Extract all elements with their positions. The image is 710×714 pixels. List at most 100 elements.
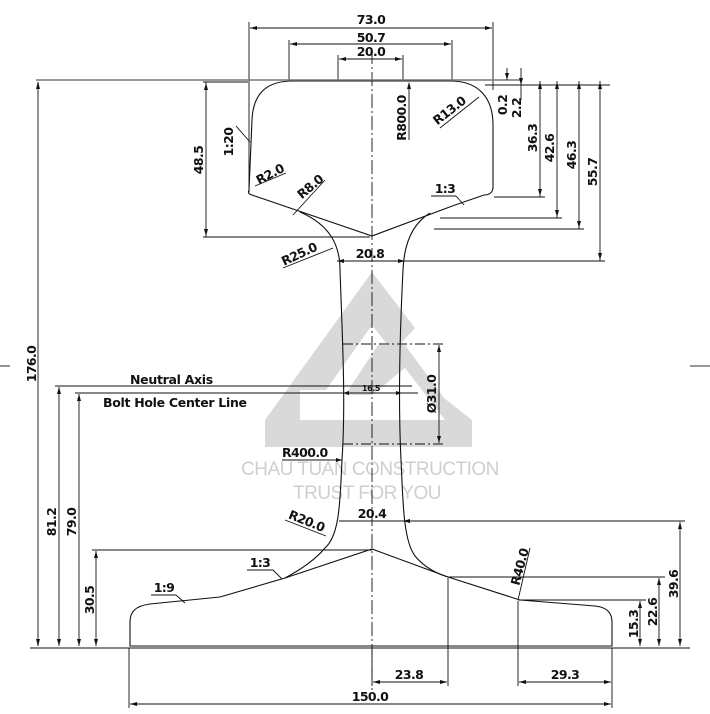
arrowhead (444, 42, 451, 46)
watermark-right-wing (345, 345, 472, 420)
arrowhead (678, 522, 682, 529)
web-bottom-dimensions: R20.0 20.4 (284, 506, 685, 537)
dim-head-corner-radius: R13.0 (430, 92, 469, 127)
right-head-dimensions: 0.2 2.2 36.3 42.6 46.3 55.7 (403, 68, 605, 262)
leader-line (455, 195, 465, 206)
dim-foot-edge-height: 15.3 (626, 610, 641, 638)
arrowhead (638, 639, 642, 646)
axis-lines: Neutral Axis Bolt Hole Center Line 81.2 … (44, 372, 418, 646)
arrowhead (403, 519, 410, 523)
dim-fishing-upper: 42.6 (542, 133, 557, 162)
arrowhead (336, 458, 342, 462)
arrowhead (485, 26, 492, 30)
arrowhead (519, 680, 526, 684)
dim-foot-tip-width: 29.3 (551, 667, 579, 682)
bolt-hole: Ø31.0 16.5 R400.0 (282, 343, 443, 461)
dim-foot-mid-height: 22.6 (645, 597, 660, 626)
arrowhead (77, 639, 81, 646)
leader-line (282, 247, 334, 269)
arrowhead (657, 639, 661, 646)
arrowhead (77, 394, 81, 401)
watermark-logo: CHAU TUAN CONSTRUCTION TRUST FOR YOU (241, 272, 499, 504)
arrowhead (678, 639, 682, 646)
arrowhead (36, 82, 40, 89)
dim-foot-height-right: 39.6 (666, 569, 681, 598)
watermark-line-1: CHAU TUAN CONSTRUCTION (241, 459, 499, 480)
arrowhead (130, 702, 137, 706)
dim-total-height: 176.0 (24, 345, 39, 382)
arrowhead (604, 702, 611, 706)
arrowhead (638, 601, 642, 608)
leader-line (235, 125, 251, 143)
web-left-outline (284, 211, 345, 579)
arrowheads (36, 26, 682, 706)
dim-head-side-taper: 1:20 (221, 127, 236, 157)
arrowhead (339, 57, 346, 61)
leader-line (517, 547, 531, 601)
dim-head-width: 73.0 (357, 12, 386, 27)
dim-crown-radius: R800.0 (394, 94, 409, 140)
dim-head-fillet-radius: R8.0 (294, 171, 327, 202)
rail-profile (129, 80, 613, 647)
leader-line (439, 96, 480, 129)
dim-web-radius: R400.0 (282, 445, 328, 460)
arrowhead (290, 42, 297, 46)
dim-web-bottom-width: 20.4 (358, 506, 387, 521)
top-dimensions: 73.0 50.7 20.0 (248, 12, 494, 192)
web-top-dimensions: R25.0 20.8 (279, 239, 405, 269)
arrowhead (598, 253, 602, 260)
dim-foot-lower-slope: 1:9 (154, 580, 175, 595)
arrowhead (555, 210, 559, 217)
head-outline (247, 80, 494, 237)
arrowhead (657, 578, 661, 585)
arrowhead (505, 73, 509, 80)
dim-base-width: 150.0 (352, 689, 389, 704)
leader-line (272, 569, 283, 580)
arrowhead (343, 391, 349, 395)
arrowhead (94, 551, 98, 558)
watermark-line-2: TRUST FOR YOU (293, 483, 441, 504)
arrowhead (36, 639, 40, 646)
dim-web-top-width: 20.8 (356, 246, 384, 261)
dim-foot-height-left: 30.5 (82, 586, 97, 614)
arrowhead (204, 229, 208, 236)
dim-bolt-hole-height: 79.0 (64, 507, 79, 536)
arrowhead (604, 680, 611, 684)
arrowhead (577, 221, 581, 228)
arrowhead (398, 259, 405, 263)
dim-web-top-fillet: R25.0 (279, 239, 320, 269)
dim-head-to-web: 55.7 (585, 158, 600, 186)
dim-head-depth: 46.3 (564, 141, 579, 169)
arrowhead (440, 680, 447, 684)
dim-crown-flat: 20.0 (357, 44, 386, 59)
arrowhead (94, 639, 98, 646)
arrowhead (577, 82, 581, 89)
head-annotations: 1:20 R2.0 R8.0 R800.0 R13.0 1:3 (221, 83, 480, 216)
dim-crown-drop-1: 0.2 (495, 95, 510, 115)
dim-head-left-height: 48.5 (191, 146, 206, 174)
dim-foot-slope-offset: 23.8 (395, 667, 423, 682)
dim-web-min-width: 16.5 (362, 384, 381, 393)
arrowhead (395, 57, 402, 61)
arrowhead (337, 259, 344, 263)
foot-outline (129, 548, 613, 647)
leader-line (292, 179, 326, 216)
dim-neutral-axis-height: 81.2 (44, 508, 59, 536)
arrowhead (407, 82, 411, 89)
arrowhead (555, 82, 559, 89)
bolt-hole-center-line-label: Bolt Hole Center Line (103, 395, 247, 410)
arrowhead (57, 387, 61, 394)
dim-head-top-flat: 50.7 (357, 30, 385, 45)
arrowhead (373, 680, 380, 684)
dim-head-lower-corner-radius: R2.0 (253, 160, 287, 187)
total-height-dimension: 176.0 (0, 82, 710, 646)
dim-crown-drop-2: 2.2 (509, 98, 524, 118)
dim-foot-upper-slope: 1:3 (250, 555, 271, 570)
neutral-axis-label: Neutral Axis (130, 372, 213, 387)
left-head-dimension: 48.5 (191, 81, 370, 238)
arrowhead (538, 82, 542, 89)
dim-web-bottom-fillet: R20.0 (287, 507, 328, 535)
leader-line (175, 594, 186, 604)
dim-bolt-hole-diameter: Ø31.0 (424, 374, 439, 413)
